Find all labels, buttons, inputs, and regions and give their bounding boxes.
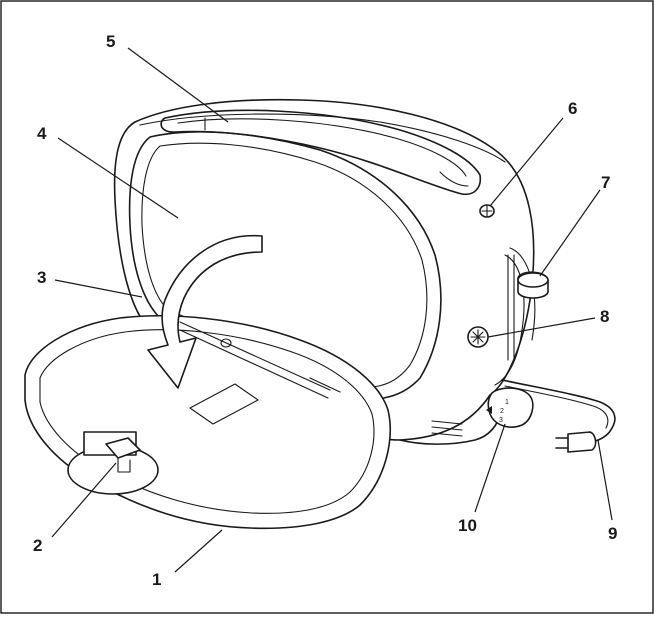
power-cord [501,379,616,453]
dial-pointer [486,406,492,414]
label-3: 3 [37,268,46,287]
plug [567,431,597,453]
label-2: 2 [33,536,42,555]
label-6: 6 [568,99,577,118]
leader-2 [51,462,117,538]
leader-9 [597,439,613,521]
leader-10 [474,423,506,513]
label-8: 8 [600,307,609,326]
leader-1 [174,529,223,573]
label-10: 10 [458,516,477,535]
callout-labels: 5 4 3 6 7 8 9 10 2 1 [33,32,617,589]
lever-knob [507,254,549,361]
label-9: 9 [608,524,617,543]
tray-latch [67,431,159,495]
dial-mark-3: 3 [499,417,503,424]
leader-8 [487,317,596,338]
leader-4 [57,137,179,219]
dial-mark-1: 1 [505,399,509,406]
bread-slot [160,109,482,196]
label-4: 4 [37,124,47,143]
leader-6 [489,117,564,207]
leader-7 [539,189,601,277]
leader-lines [51,47,613,573]
defrost-button [467,326,489,348]
fold-arrow [147,234,263,389]
label-7: 7 [601,173,610,192]
leader-5 [127,47,229,123]
label-1: 1 [152,570,161,589]
dial-mark-2: 2 [500,408,504,415]
leader-3 [54,279,143,298]
browning-dial: 1 2 3 [486,387,534,428]
label-5: 5 [106,32,115,51]
stop-button [479,204,495,218]
